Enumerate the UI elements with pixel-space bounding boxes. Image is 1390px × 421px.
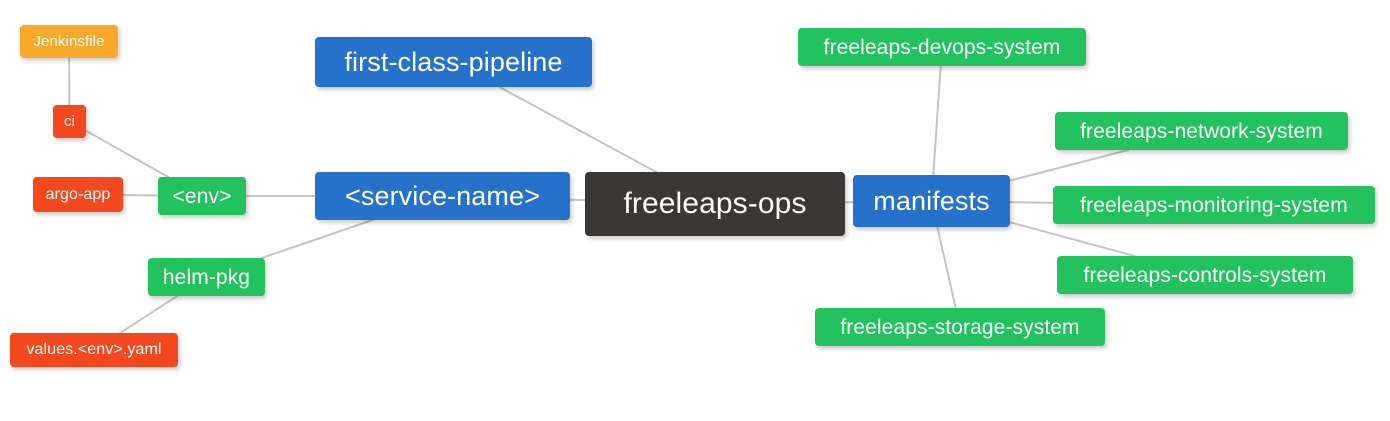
mindmap-edge-root-to-pipeline — [498, 86, 658, 173]
mindmap-node-service-name[interactable]: <service-name> — [315, 172, 570, 220]
mindmap-node-root[interactable]: freeleaps-ops — [585, 172, 845, 236]
mindmap-node-values-yaml[interactable]: values.<env>.yaml — [10, 333, 178, 367]
mindmap-edge-env-to-ci — [85, 129, 170, 178]
mindmap-edge-manifests-to-network — [1009, 149, 1130, 182]
mindmap-node-pipeline[interactable]: first-class-pipeline — [315, 37, 592, 87]
mindmap-edge-manifests-to-storage — [936, 226, 957, 309]
mindmap-node-controls[interactable]: freeleaps-controls-system — [1057, 256, 1353, 294]
mindmap-edge-helm-pkg-to-values-yaml — [119, 295, 179, 334]
mindmap-node-argo-app[interactable]: argo-app — [33, 177, 123, 212]
mindmap-edge-manifests-to-monitoring — [1009, 201, 1054, 204]
mindmap-node-jenkinsfile[interactable]: Jenkinsfile — [20, 25, 118, 58]
mindmap-node-network[interactable]: freeleaps-network-system — [1055, 112, 1348, 150]
mindmap-edge-manifests-to-devops — [932, 65, 942, 176]
mindmap-node-storage[interactable]: freeleaps-storage-system — [815, 308, 1105, 346]
mindmap-node-manifests[interactable]: manifests — [853, 175, 1010, 227]
mindmap-node-devops[interactable]: freeleaps-devops-system — [798, 28, 1086, 66]
mindmap-node-helm-pkg[interactable]: helm-pkg — [148, 258, 265, 296]
mindmap-edge-service-name-to-helm-pkg — [260, 219, 374, 259]
mindmap-node-env[interactable]: <env> — [158, 177, 246, 215]
mindmap-edge-manifests-to-controls — [1009, 221, 1136, 257]
mindmap-node-ci[interactable]: ci — [53, 105, 86, 138]
mindmap-node-monitoring[interactable]: freeleaps-monitoring-system — [1053, 186, 1375, 224]
